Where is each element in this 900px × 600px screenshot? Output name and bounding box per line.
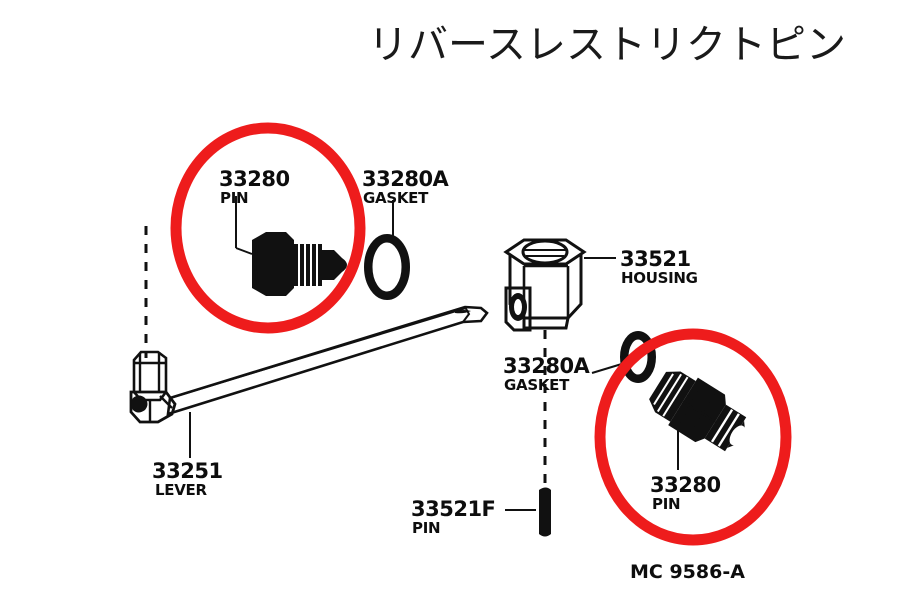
part-drawing-lever xyxy=(129,305,489,458)
part-drawing-gasket-top xyxy=(364,200,410,300)
diagram-title: リバースレストリクトピン xyxy=(368,22,846,68)
label-housing-name: HOUSING xyxy=(621,269,698,287)
part-drawing-pin-top xyxy=(235,196,347,296)
part-drawing-housing xyxy=(503,238,616,332)
highlight-circle-bottom-right xyxy=(594,328,792,546)
label-pin-bottom: 33280 PIN xyxy=(650,473,721,513)
label-gasket-mid-name: GASKET xyxy=(504,376,570,394)
label-gasket-top-number: 33280A xyxy=(362,167,450,191)
label-gasket-mid: 33280A GASKET xyxy=(503,354,591,394)
label-roll-pin-name: PIN xyxy=(412,519,440,537)
label-pin-top-name: PIN xyxy=(220,189,248,207)
label-lever: 33251 LEVER xyxy=(152,459,223,499)
label-gasket-top-name: GASKET xyxy=(363,189,429,207)
label-lever-number: 33251 xyxy=(152,459,223,483)
part-drawing-roll-pin xyxy=(505,487,551,537)
highlight-circle-top-left xyxy=(170,122,366,334)
label-gasket-mid-number: 33280A xyxy=(503,354,591,378)
reference-code: MC 9586-A xyxy=(630,561,745,583)
label-pin-bottom-name: PIN xyxy=(652,495,680,513)
label-pin-top-number: 33280 xyxy=(219,167,290,191)
label-pin-bottom-number: 33280 xyxy=(650,473,721,497)
part-drawing-pin-bottom xyxy=(649,371,747,452)
label-lever-name: LEVER xyxy=(155,481,207,499)
leader-gasket-mid xyxy=(591,362,626,374)
part-drawing-gasket-mid xyxy=(591,331,656,383)
label-roll-pin-number: 33521F xyxy=(411,497,495,521)
label-gasket-top: 33280A GASKET xyxy=(362,167,450,207)
label-pin-top: 33280 PIN xyxy=(219,167,290,207)
label-housing: 33521 HOUSING xyxy=(620,247,698,287)
label-housing-number: 33521 xyxy=(620,247,691,271)
label-roll-pin: 33521F PIN xyxy=(411,497,496,537)
